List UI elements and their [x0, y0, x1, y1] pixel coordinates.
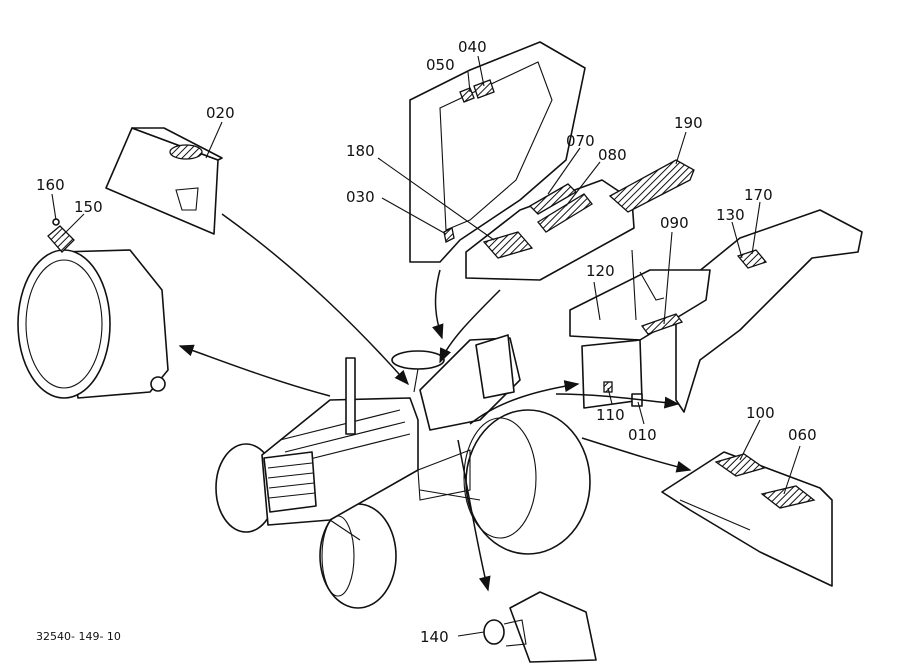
callout-100: 100: [746, 404, 775, 422]
callout-180: 180: [346, 142, 375, 160]
callout-140: 140: [420, 628, 449, 646]
callout-030: 030: [346, 188, 375, 206]
callout-010: 010: [628, 426, 657, 444]
assembly-arrows: [178, 213, 692, 592]
part-fender-right: [675, 209, 863, 413]
callout-020: 020: [206, 104, 235, 122]
part-fender-left: [409, 41, 586, 263]
callout-130: 130: [716, 206, 745, 224]
callout-080: 080: [598, 146, 627, 164]
figure-code: 32540- 149- 10: [36, 630, 121, 643]
callout-labels: 020 040 050 180 030 070 080 190 160 150 …: [36, 38, 817, 646]
tractor-body: [215, 334, 591, 609]
callout-060: 060: [788, 426, 817, 444]
part-control-panel: [569, 269, 711, 409]
callout-170: 170: [744, 186, 773, 204]
part-step-plate: [661, 451, 833, 587]
callout-070: 070: [566, 132, 595, 150]
leader-lines: [51, 55, 801, 637]
callout-050: 050: [426, 56, 455, 74]
part-platform: [465, 179, 635, 281]
callout-120: 120: [586, 262, 615, 280]
callout-150: 150: [74, 198, 103, 216]
callout-190: 190: [674, 114, 703, 132]
callout-110: 110: [596, 406, 625, 424]
callout-160: 160: [36, 176, 65, 194]
part-020-bracket: [105, 127, 223, 235]
callout-040: 040: [458, 38, 487, 56]
part-190-decal: [608, 159, 695, 213]
part-140-hub: [483, 591, 597, 663]
callout-090: 090: [660, 214, 689, 232]
part-150-drum: [17, 218, 169, 399]
